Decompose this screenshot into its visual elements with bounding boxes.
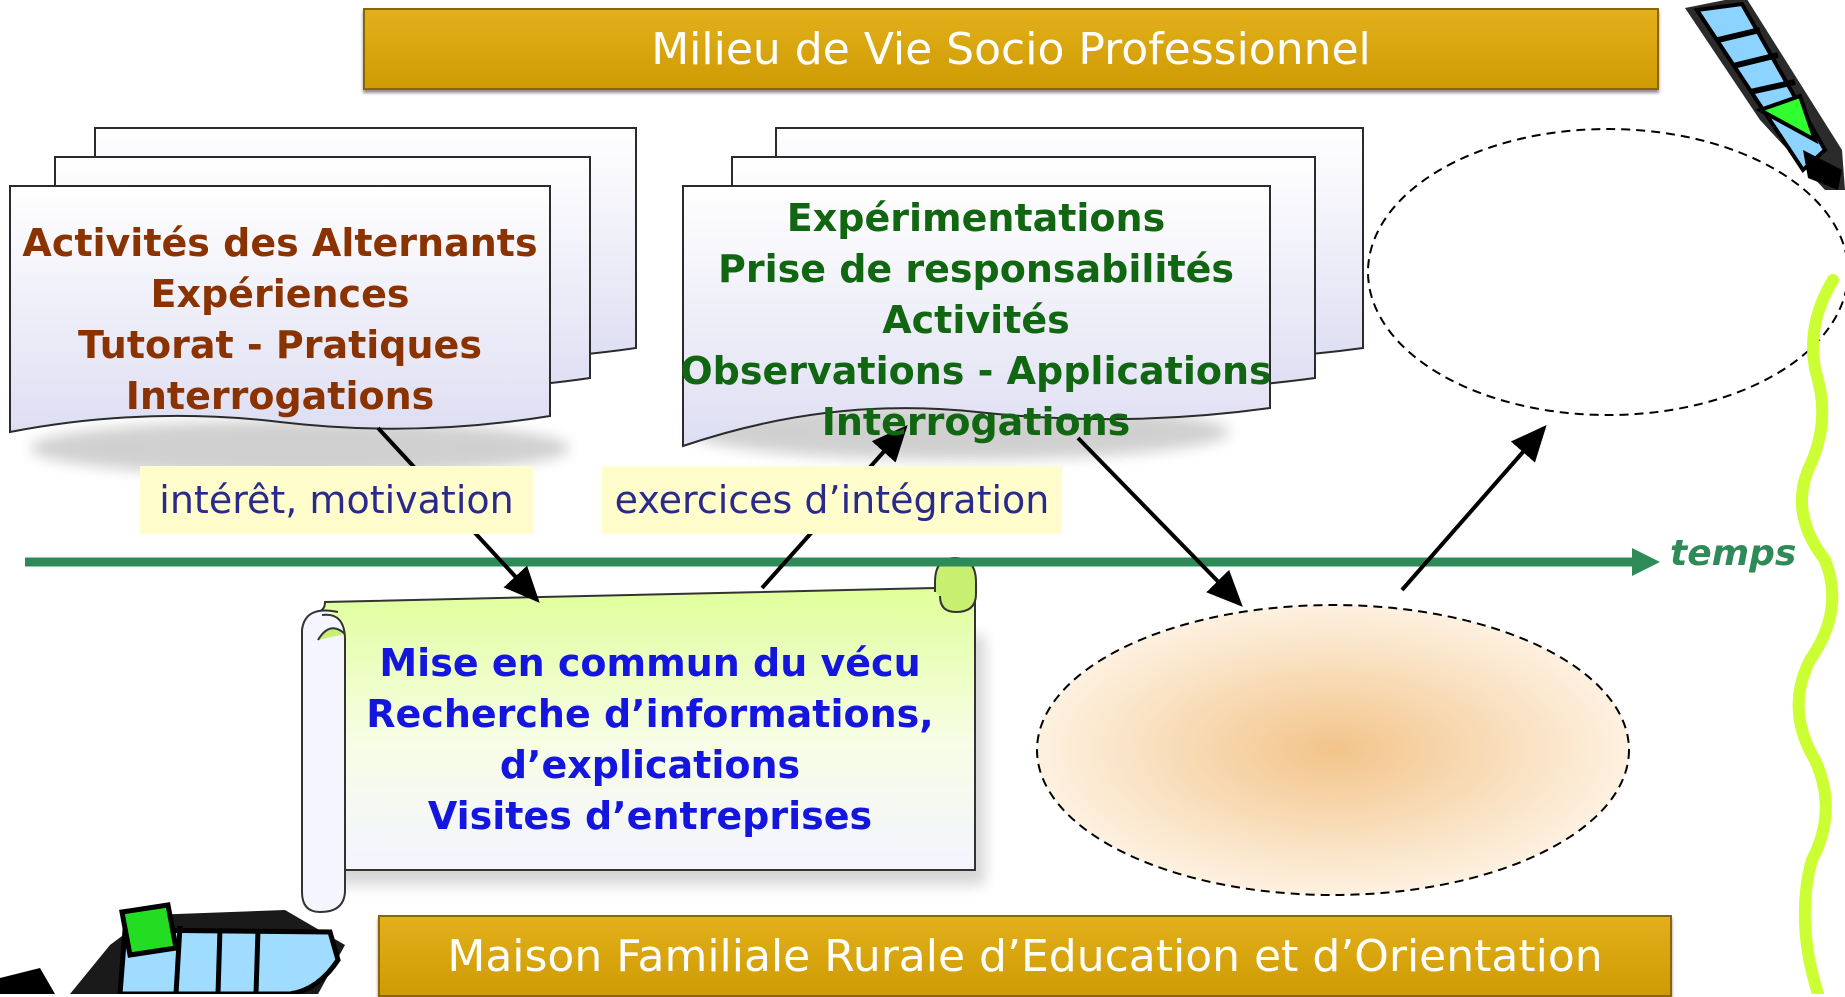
text-line: Prise de responsabilités [717,247,1235,291]
scroll-curl-inner [317,627,346,641]
document-middle-text: Expérimentations Prise de responsabilité… [676,193,1276,448]
label-interest: intérêt, motivation [140,466,533,534]
header-title: Milieu de Vie Socio Professionnel [651,23,1371,75]
header-band: Milieu de Vie Socio Professionnel [363,8,1659,90]
pen-icon [1685,0,1845,190]
squiggle-decoration [1792,274,1839,994]
arrow-mid-doc-to-ellipse [1076,436,1243,607]
pencil-icon [0,902,345,994]
document-sheet-front [9,185,551,434]
text-line: d’explications [499,743,801,787]
label-text: exercices d’intégration [614,478,1050,522]
document-shadow [30,420,570,476]
footer-title: Maison Familiale Rurale d’Education et d… [447,930,1603,982]
text-line: Activités [882,298,1070,342]
scroll-shape [301,556,985,914]
text-line: Tutorat - Pratiques [78,323,482,367]
filled-dashed-ellipse [1036,604,1630,896]
arrow-ellipse-to-upper-ellipse [1400,424,1547,592]
text-line: Interrogations [821,400,1131,444]
document-sheet-front [682,185,1271,448]
text-line: Expériences [150,272,410,316]
time-axis-label: temps [1670,533,1797,574]
document-stack-left [9,127,637,476]
label-text: intérêt, motivation [159,478,514,522]
text-line: Observations - Applications [680,349,1272,393]
document-left-text: Activités des Alternants Expériences Tut… [14,218,546,422]
time-axis-arrowhead [1632,548,1660,576]
scroll-curl-left [301,609,346,914]
text-line: Mise en commun du vécu [379,641,921,685]
text-line: Expérimentations [786,196,1166,240]
text-line: Visites d’entreprises [427,794,873,838]
scroll-text: Mise en commun du vécu Recherche d’infor… [305,638,995,842]
label-exercises: exercices d’intégration [602,466,1062,534]
document-stack-middle [682,127,1364,460]
text-line: Recherche d’informations, [366,692,934,736]
empty-dashed-ellipse [1367,128,1845,416]
text-line: Interrogations [125,374,435,418]
text-line: Activités des Alternants [22,221,538,265]
footer-band: Maison Familiale Rurale d’Education et d… [378,915,1672,997]
